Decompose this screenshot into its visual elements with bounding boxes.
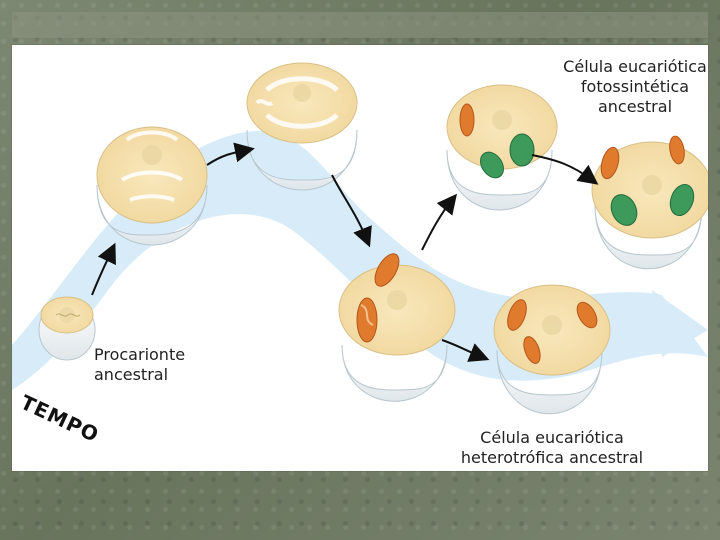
arrow-1 xyxy=(91,242,116,296)
evolution-diagram xyxy=(12,62,708,415)
arrow-3 xyxy=(331,174,372,248)
prokaryote-label-line-2: ancestral xyxy=(94,365,169,384)
time-band-arrow-tip xyxy=(652,290,708,357)
cell-nucleus-forming xyxy=(246,62,358,191)
prokaryote-label: Procarionte ancestral xyxy=(94,345,185,385)
heterotrophic-label-line-1: Célula eucariótica xyxy=(480,428,624,447)
arrow-5 xyxy=(531,154,599,185)
photosynthetic-label-line-1: Célula eucariótica xyxy=(563,57,707,76)
photosynthetic-label-line-2: fotossintética xyxy=(580,77,690,96)
slide-top-band xyxy=(12,12,708,38)
cell-photosynthetic-eukaryote xyxy=(591,135,708,270)
photosynthetic-label: Célula eucariótica fotossintética ancest… xyxy=(560,57,708,117)
diagram-panel: TEMPO Procarionte ancestral Célula eucar… xyxy=(12,45,708,471)
cell-chloroplast-endosymbiosis xyxy=(446,84,558,211)
prokaryote-label-line-1: Procarionte xyxy=(94,345,186,364)
heterotrophic-label-line-2: heterotrófica ancestral xyxy=(460,448,644,467)
arrow-4 xyxy=(421,193,457,251)
arrows xyxy=(91,142,599,362)
cell-prokaryote xyxy=(38,296,96,361)
photosynthetic-label-line-3: ancestral xyxy=(597,97,673,116)
cell-mitochondria-endosymbiosis xyxy=(338,253,456,402)
cell-heterotrophic-eukaryote xyxy=(493,284,611,415)
arrow-6 xyxy=(441,339,490,362)
cell-membrane-infolding xyxy=(96,126,208,246)
arrow-2 xyxy=(206,142,255,166)
heterotrophic-label: Célula eucariótica heterotrófica ancestr… xyxy=(452,428,652,468)
